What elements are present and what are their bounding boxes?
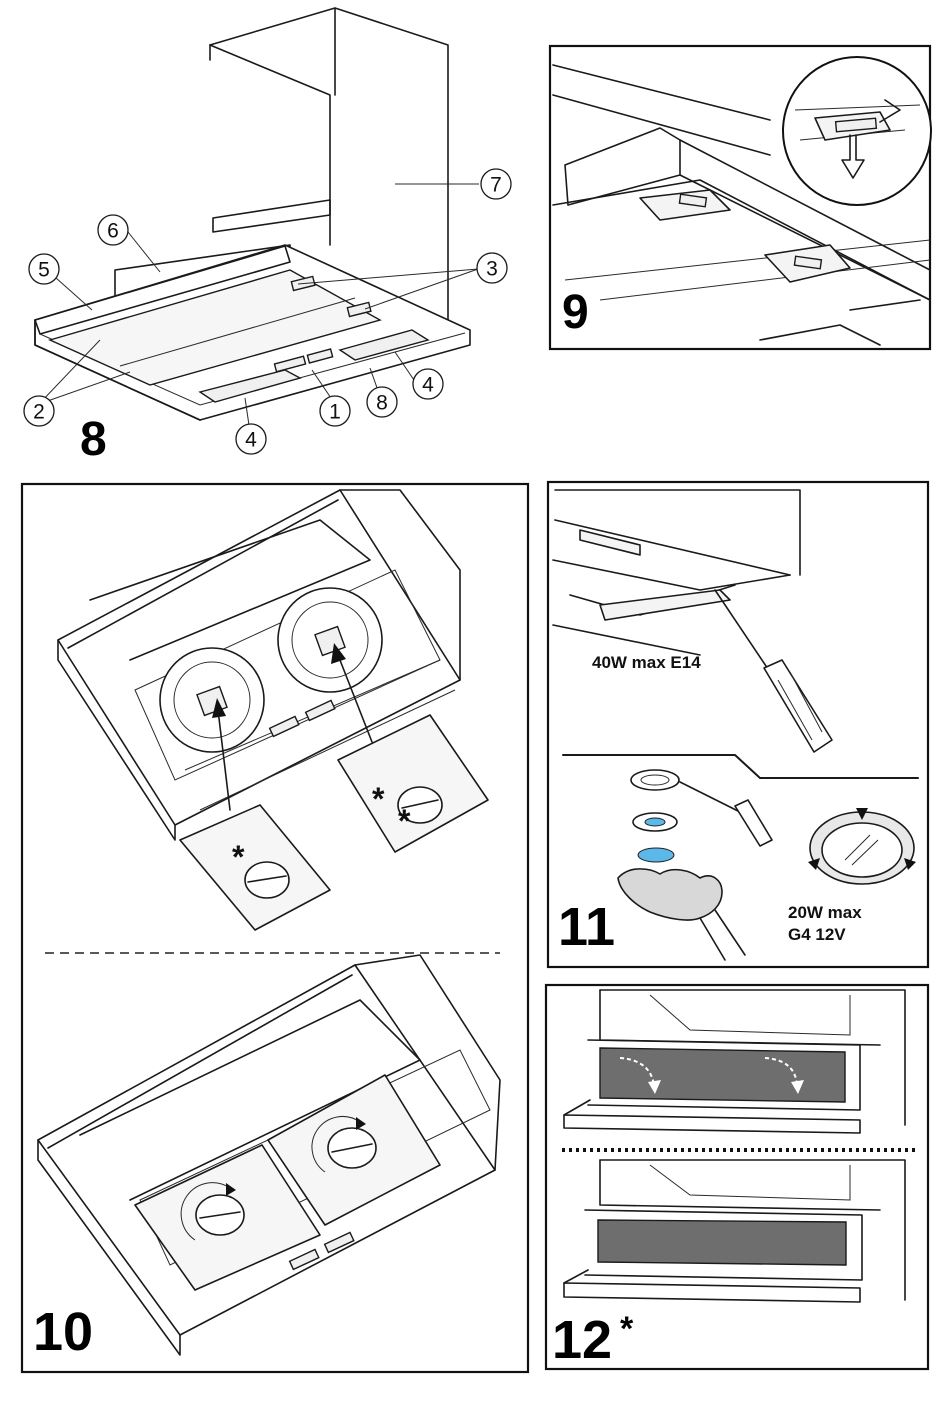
optional-marker: * (620, 1310, 634, 1348)
bulb-spec-g4-line1: 20W max (788, 903, 862, 922)
callout-label: 5 (38, 259, 50, 282)
figure-number: 11 (558, 897, 615, 957)
figure-number: 12 (552, 1310, 612, 1370)
figure-11-lamp-replacement: 40W max E14 20W max G4 12V 11 (548, 482, 928, 967)
figure-12-charcoal-filter: 12 * (546, 985, 928, 1370)
callout-label: 1 (329, 401, 341, 424)
figure-10-grease-filters: * * * 10 (22, 484, 528, 1372)
callout-label: 6 (107, 220, 119, 243)
callout-label: 4 (245, 429, 257, 452)
bulb-spec-g4-line2: G4 12V (788, 925, 846, 944)
callout-label: 4 (422, 374, 434, 397)
figure-number: 10 (33, 1302, 93, 1362)
figure-9-lamp-detail: 9 (550, 46, 931, 349)
figure-number: 9 (562, 286, 589, 339)
filter-marker: * (372, 781, 385, 817)
callout-label: 8 (376, 392, 388, 415)
callout-label: 3 (486, 258, 498, 281)
figure-number: 8 (80, 413, 107, 466)
callout-label: 2 (33, 401, 45, 424)
callout-label: 7 (490, 174, 502, 197)
filter-marker: * (232, 839, 245, 875)
figure-8-hood-overview: 7 6 5 3 2 4 8 1 4 8 (24, 8, 511, 466)
bulb-spec-e14: 40W max E14 (592, 653, 701, 672)
filter-marker: * (398, 803, 411, 839)
